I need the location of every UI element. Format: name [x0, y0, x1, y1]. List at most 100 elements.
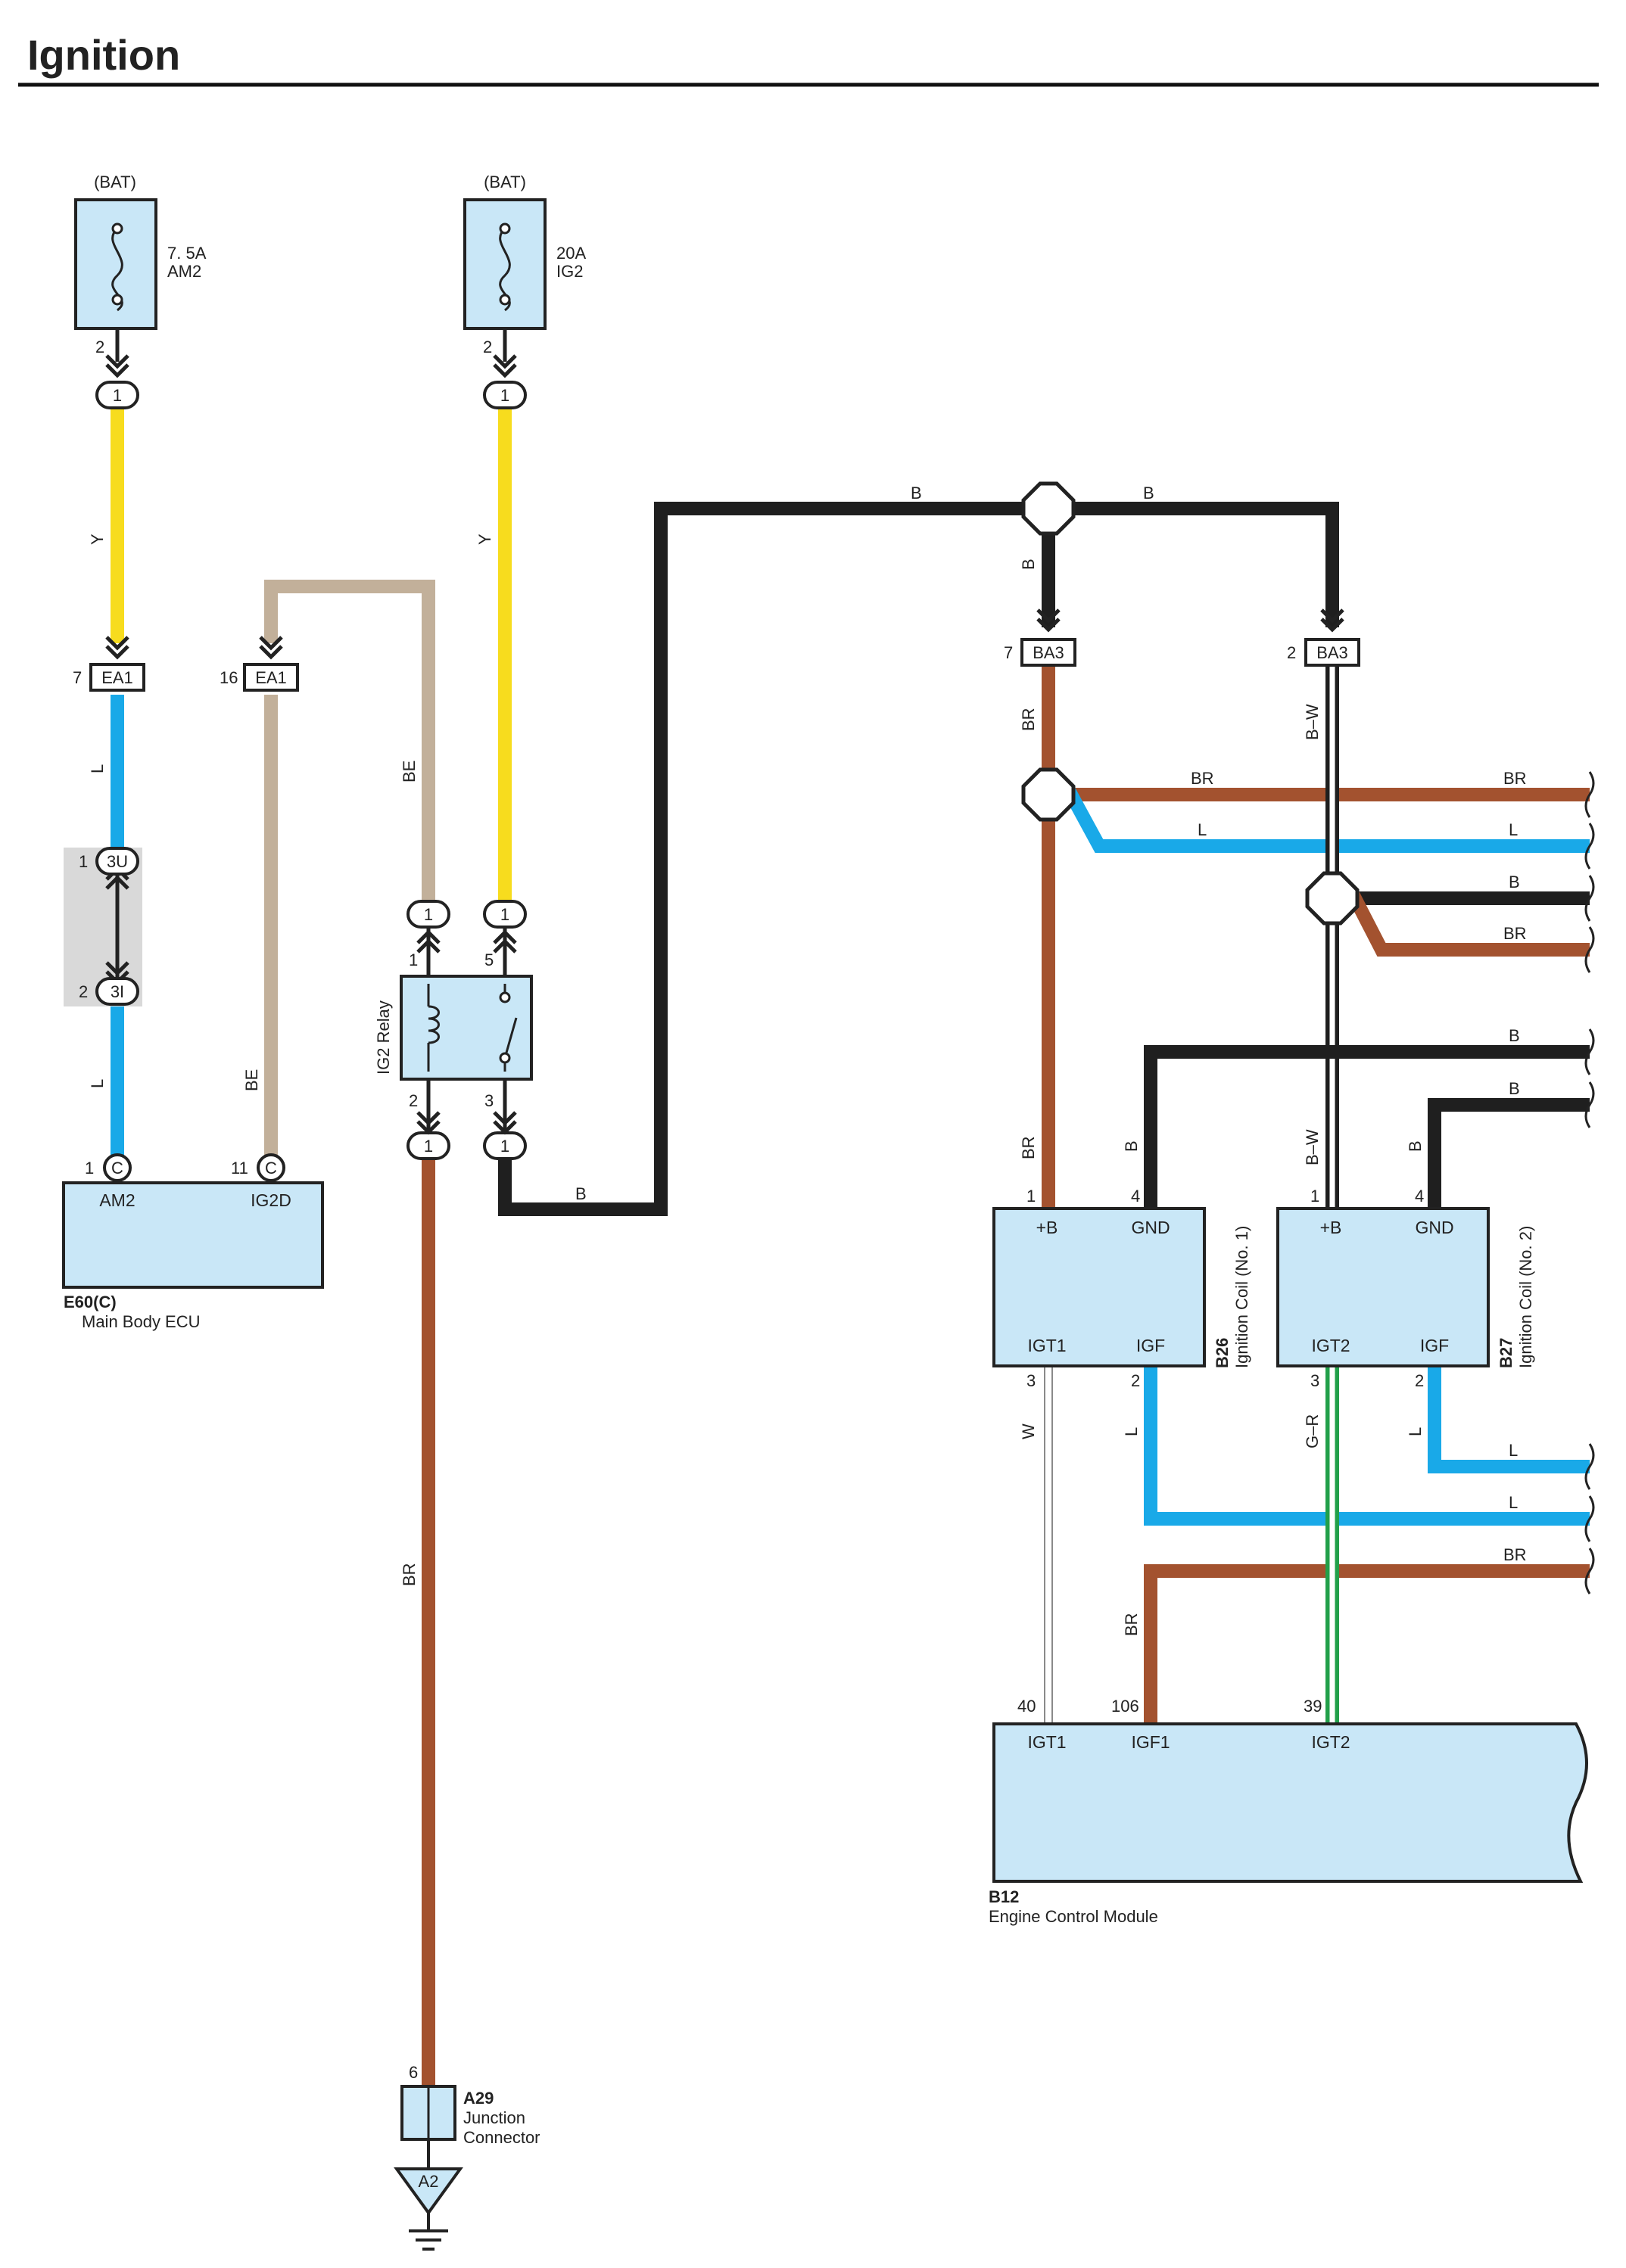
ea1-connectors: EA1 7 EA1 16 [73, 663, 299, 692]
coil2-pin-3: 3 [1310, 1371, 1319, 1390]
wire-label-l-igf1-h: L [1509, 1493, 1518, 1512]
ecm-pin-39: 39 [1304, 1697, 1322, 1716]
wire-label-l-igf2-h: L [1509, 1441, 1518, 1460]
conn-3i-label: 3I [111, 982, 124, 1001]
coil2-terminal-igf: IGF [1420, 1336, 1449, 1355]
fuse-am2-source: (BAT) [94, 173, 136, 191]
coil1-pin-2: 2 [1131, 1371, 1140, 1390]
a29-name-1: Junction [463, 2108, 525, 2127]
wire-label-b-gnd1-v: B [1122, 1140, 1141, 1152]
wire-label-br-1: BR [1019, 708, 1038, 731]
coil2-terminal-igt2: IGT2 [1311, 1336, 1350, 1355]
wire-label-br-branch-1: BR [1191, 769, 1214, 788]
wire-label-b-drop: B [1019, 558, 1038, 570]
fuse-ig2-source: (BAT) [484, 173, 526, 191]
coil2-pin-2: 2 [1415, 1371, 1424, 1390]
wire-label-l-branch-1: L [1198, 820, 1207, 839]
ecm-terminal-igf1: IGF1 [1131, 1732, 1170, 1752]
wire-label-l-igf1: L [1122, 1427, 1141, 1436]
wire-label-b-right: B [1509, 873, 1520, 891]
wire-label-br-ground: BR [400, 1563, 419, 1586]
wire-b-gnd2 [1428, 1098, 1590, 1209]
ecu-terminal-ig2d: IG2D [251, 1190, 291, 1210]
coil2-pin-1: 1 [1310, 1187, 1319, 1206]
coil2-terminal-b: +B [1320, 1218, 1342, 1237]
coil1-pin-1: 1 [1026, 1187, 1036, 1206]
wire-label-l-branch-2: L [1509, 820, 1518, 839]
fuse-ig2-name: IG2 [556, 262, 583, 281]
wire-be [264, 580, 435, 903]
ground-label: A2 [419, 2172, 439, 2191]
ba3-right-pin: 2 [1287, 643, 1296, 662]
wire-label-b-relay: B [575, 1184, 587, 1203]
conn-3i-pin: 2 [79, 982, 88, 1001]
ecu-c-right: C [265, 1159, 277, 1178]
a29-code: A29 [463, 2089, 494, 2108]
wire-label-l-1: L [88, 764, 107, 773]
page-title: Ignition [27, 31, 180, 79]
ecm-pin-106: 106 [1111, 1697, 1139, 1716]
ecm-name: Engine Control Module [989, 1907, 1158, 1926]
ba3-left-pin: 7 [1004, 643, 1013, 662]
relay-pin-5: 5 [484, 950, 494, 969]
ecu-c-left-pin: 1 [85, 1159, 94, 1178]
main-body-ecu: AM2 IG2D E60(C) Main Body ECU [62, 1181, 324, 1331]
coil1-terminal-igt1: IGT1 [1027, 1336, 1066, 1355]
wire-label-b-main-1: B [911, 484, 922, 502]
wire-label-b-gnd1: B [1509, 1026, 1520, 1045]
coil1-pin-4: 4 [1131, 1187, 1140, 1206]
wire-label-be-2: BE [242, 1069, 261, 1091]
wire-br-igf1 [1144, 1564, 1590, 1724]
ba3-left-label: BA3 [1033, 643, 1064, 662]
conn-relay-3-oval: 1 [500, 1137, 509, 1156]
coil1-code: B26 [1213, 1338, 1232, 1368]
a29-pin: 6 [409, 2063, 418, 2082]
wire-label-be-1: BE [400, 761, 419, 782]
coil2-terminal-gnd: GND [1415, 1218, 1453, 1237]
coil1-terminal-b: +B [1036, 1218, 1058, 1237]
wire-label-bw-2: B–W [1303, 1129, 1322, 1165]
fuse-am2-name: AM2 [167, 262, 201, 281]
wire-break-marks [1584, 771, 1595, 1594]
ba3-connectors: BA3 7 BA3 2 [1004, 638, 1360, 667]
ground-symbol: A2 [394, 2139, 463, 2251]
conn-3u-pin: 1 [79, 852, 88, 871]
ecu-name: Main Body ECU [82, 1312, 201, 1331]
wire-br-right [1332, 891, 1590, 957]
coil2-name: Ignition Coil (No. 2) [1516, 1226, 1535, 1368]
wire-b-gnd1 [1144, 1045, 1590, 1209]
engine-control-module: IGT1 IGF1 IGT2 40 106 39 B12 Engine Cont… [989, 1697, 1588, 1926]
ecm-terminal-igt2: IGT2 [1311, 1732, 1350, 1752]
wire-label-gr: G–R [1303, 1414, 1322, 1448]
wire-label-y-1: Y [88, 534, 107, 545]
splices [1021, 481, 1360, 926]
fuse-am2: (BAT) 7. 5A AM2 2 [74, 173, 207, 362]
coil1-name: Ignition Coil (No. 1) [1232, 1226, 1251, 1368]
wire-label-br-igf1-h: BR [1503, 1545, 1527, 1564]
ea1-left-pin: 7 [73, 668, 82, 687]
ecu-c-left: C [111, 1159, 123, 1178]
wire-label-b-gnd2-v: B [1406, 1140, 1425, 1152]
fuse-am2-pin: 2 [95, 338, 104, 356]
relay-pin-3: 3 [484, 1091, 494, 1110]
wire-color-labels: Y Y L L BE BE BR B B B B BR B–W BR BR L … [88, 484, 1527, 1636]
fuse-ig2-pin: 2 [483, 338, 492, 356]
ecu-code: E60(C) [64, 1293, 117, 1311]
relay-chevrons [416, 927, 517, 1135]
wire-label-w: W [1019, 1423, 1038, 1439]
joint-connector-3u-3i: 3U 1 3I 2 [64, 847, 142, 1006]
coil2-pin-4: 4 [1415, 1187, 1424, 1206]
ea1-right-label: EA1 [255, 668, 287, 687]
conn-relay-1-oval: 1 [424, 905, 433, 924]
fuse-am2-rating: 7. 5A [167, 244, 207, 263]
ea1-right-pin: 16 [220, 668, 238, 687]
relay-pin-2: 2 [409, 1091, 418, 1110]
relay-pin-1: 1 [409, 950, 418, 969]
ecm-pin-40: 40 [1017, 1697, 1036, 1716]
wire-b-main [498, 502, 1339, 1216]
wire-label-br-branch-2: BR [1503, 769, 1527, 788]
ba3-right-label: BA3 [1316, 643, 1348, 662]
wires [111, 407, 1590, 2086]
ecu-terminal-am2: AM2 [99, 1190, 135, 1210]
